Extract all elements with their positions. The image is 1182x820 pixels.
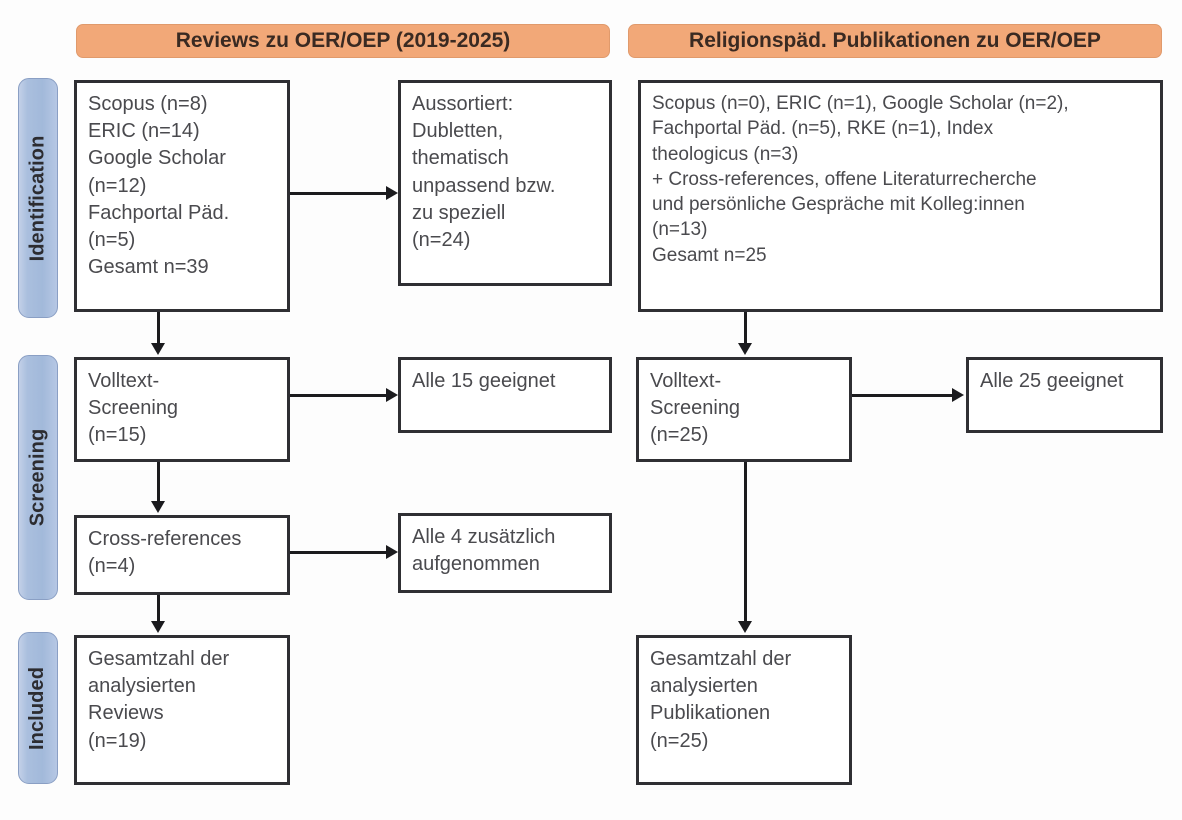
box-left-fulltext-result: Alle 15 geeignet <box>398 357 612 433</box>
arrowhead-left-sources-to-excluded <box>386 186 398 200</box>
connector-right-fulltext-to-included <box>744 462 747 625</box>
box-left-included: Gesamtzahl der analysierten Reviews (n=1… <box>74 635 290 785</box>
connector-left-crossrefs-to-result <box>290 551 388 554</box>
arrowhead-left-crossrefs-to-included <box>151 621 165 633</box>
box-left-cross-references: Cross-references (n=4) <box>74 515 290 595</box>
stage-bar-identification: Identification <box>18 78 58 318</box>
connector-left-sources-to-excluded <box>290 192 388 195</box>
arrowhead-left-fulltext-to-result <box>386 388 398 402</box>
connector-right-fulltext-to-result <box>852 394 954 397</box>
arrowhead-right-fulltext-to-included <box>738 621 752 633</box>
column-header-reviews-label: Reviews zu OER/OEP (2019-2025) <box>175 29 511 52</box>
connector-right-sources-to-fulltext <box>744 312 747 345</box>
connector-left-fulltext-to-result <box>290 394 388 397</box>
stage-bar-screening: Screening <box>18 355 58 600</box>
connector-left-crossrefs-to-included <box>157 595 160 625</box>
arrowhead-left-fulltext-to-crossrefs <box>151 501 165 513</box>
stage-bar-included: Included <box>18 632 58 784</box>
arrowhead-right-sources-to-fulltext <box>738 343 752 355</box>
box-right-fulltext-result: Alle 25 geeignet <box>966 357 1163 433</box>
box-left-identification-sources: Scopus (n=8) ERIC (n=14) Google Scholar … <box>74 80 290 312</box>
stage-label-screening: Screening <box>26 428 49 527</box>
column-header-publications: Religionspäd. Publikationen zu OER/OEP <box>628 24 1162 58</box>
box-right-identification-sources: Scopus (n=0), ERIC (n=1), Google Scholar… <box>638 80 1163 312</box>
box-left-fulltext-screening: Volltext- Screening (n=15) <box>74 357 290 462</box>
column-header-reviews: Reviews zu OER/OEP (2019-2025) <box>76 24 610 58</box>
column-header-publications-label: Religionspäd. Publikationen zu OER/OEP <box>689 29 1101 52</box>
box-right-included: Gesamtzahl der analysierten Publikatione… <box>636 635 852 785</box>
arrowhead-left-crossrefs-to-result <box>386 545 398 559</box>
box-left-excluded: Aussortiert: Dubletten, thematisch unpas… <box>398 80 612 286</box>
arrowhead-left-sources-to-fulltext <box>151 343 165 355</box>
stage-label-identification: Identification <box>26 135 49 261</box>
arrowhead-right-fulltext-to-result <box>952 388 964 402</box>
box-left-cross-references-result: Alle 4 zusätzlich aufgenommen <box>398 513 612 593</box>
box-right-fulltext-screening: Volltext- Screening (n=25) <box>636 357 852 462</box>
stage-label-included: Included <box>26 666 49 750</box>
connector-left-fulltext-to-crossrefs <box>157 462 160 503</box>
connector-left-sources-to-fulltext <box>157 312 160 345</box>
